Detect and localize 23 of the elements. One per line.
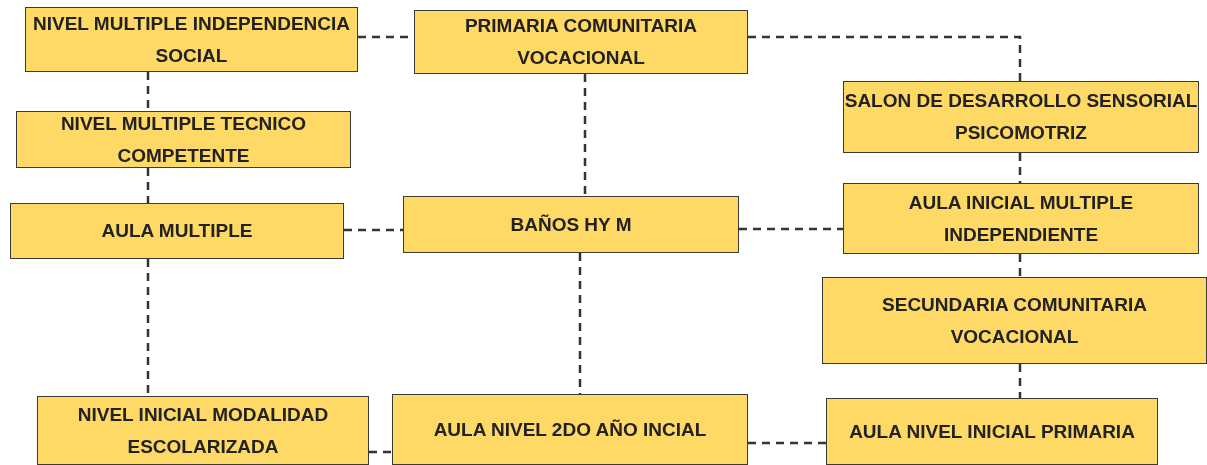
room-box: NIVEL MULTIPLE INDEPENDENCIA SOCIAL — [25, 7, 358, 72]
connector-line — [1018, 364, 1022, 398]
room-box: AULA NIVEL 2DO AÑO INCIAL — [392, 394, 748, 465]
connector-line — [739, 227, 843, 231]
room-box: AULA INICIAL MULTIPLE INDEPENDIENTE — [843, 183, 1199, 254]
room-box: NIVEL INICIAL MODALIDAD ESCOLARIZADA — [37, 396, 369, 465]
connector-line — [1018, 153, 1022, 183]
room-box: AULA NIVEL INICIAL PRIMARIA — [826, 398, 1158, 465]
room-box: BAÑOS HY M — [403, 196, 739, 253]
connector-line — [583, 74, 587, 196]
connector-line — [748, 35, 1022, 81]
connector-line — [748, 441, 826, 445]
connector-line — [146, 168, 150, 203]
connector-line — [1018, 254, 1022, 277]
room-box: SALON DE DESARROLLO SENSORIAL PSICOMOTRIZ — [843, 81, 1199, 153]
room-box: NIVEL MULTIPLE TECNICO COMPETENTE — [16, 111, 351, 168]
room-box: AULA MULTIPLE — [10, 203, 344, 259]
connector-line — [146, 72, 150, 111]
room-box: PRIMARIA COMUNITARIA VOCACIONAL — [414, 10, 748, 74]
connector-line — [369, 450, 392, 454]
connector-line — [344, 228, 403, 232]
connector-line — [146, 259, 150, 396]
room-box: SECUNDARIA COMUNITARIA VOCACIONAL — [822, 277, 1207, 364]
